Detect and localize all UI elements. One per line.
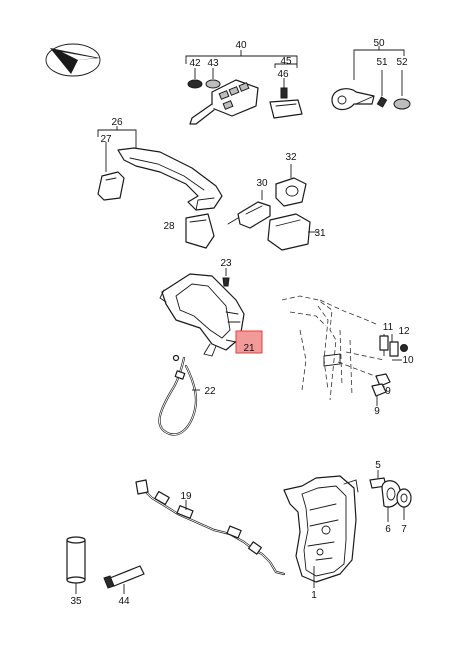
label-27: 27 bbox=[100, 134, 112, 145]
door-panel-group bbox=[281, 295, 408, 406]
label-28: 28 bbox=[163, 221, 175, 232]
label-11: 11 bbox=[383, 322, 394, 333]
label-9a: 9 bbox=[385, 386, 391, 397]
release-cable-19 bbox=[135, 479, 286, 576]
label-42: 42 bbox=[189, 58, 201, 69]
bowden-cable-22 bbox=[158, 354, 200, 436]
label-21[interactable]: 21 bbox=[243, 343, 255, 354]
label-5: 5 bbox=[375, 460, 381, 471]
striker-group bbox=[369, 470, 412, 522]
handle-carrier-group bbox=[159, 268, 263, 357]
label-10: 10 bbox=[402, 355, 414, 366]
label-43: 43 bbox=[207, 58, 219, 69]
label-23: 23 bbox=[220, 258, 232, 269]
grease-can-35 bbox=[66, 536, 86, 594]
label-9b: 9 bbox=[374, 406, 380, 417]
lock-cylinder-group bbox=[227, 164, 318, 251]
key-fob-group bbox=[185, 50, 303, 125]
label-32: 32 bbox=[285, 152, 297, 163]
label-46: 46 bbox=[277, 69, 289, 80]
label-35: 35 bbox=[70, 596, 82, 607]
label-31: 31 bbox=[314, 228, 326, 239]
part-labels: 40 42 43 45 46 50 51 52 26 27 32 30 28 3… bbox=[70, 38, 414, 607]
label-45: 45 bbox=[280, 56, 292, 67]
label-40: 40 bbox=[235, 40, 247, 51]
label-52: 52 bbox=[396, 57, 408, 68]
label-6: 6 bbox=[385, 524, 391, 535]
label-19: 19 bbox=[180, 491, 192, 502]
label-7: 7 bbox=[401, 524, 407, 535]
door-lock-1 bbox=[283, 475, 359, 588]
label-12: 12 bbox=[398, 326, 410, 337]
label-50: 50 bbox=[373, 38, 385, 49]
label-22: 22 bbox=[204, 386, 216, 397]
label-51: 51 bbox=[376, 57, 388, 68]
outer-handle-group bbox=[97, 126, 223, 249]
paste-tube-44 bbox=[103, 565, 145, 594]
mechanical-key-group bbox=[331, 46, 411, 111]
label-1: 1 bbox=[311, 590, 317, 601]
label-26: 26 bbox=[111, 117, 123, 128]
label-30: 30 bbox=[256, 178, 268, 189]
label-44: 44 bbox=[118, 596, 130, 607]
compass-arrow-icon bbox=[45, 43, 101, 77]
